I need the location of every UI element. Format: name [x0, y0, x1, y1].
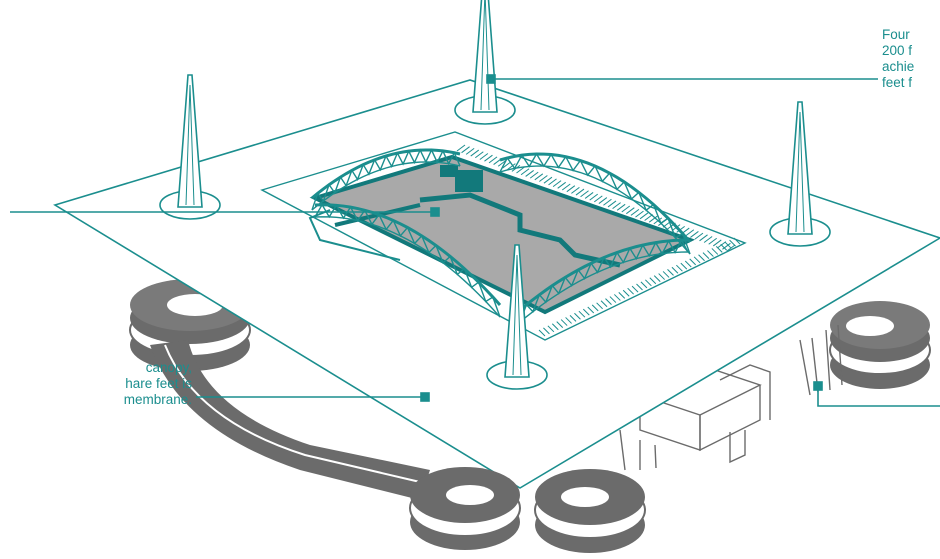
callout-line: feet f	[882, 75, 913, 90]
base-band-left	[150, 340, 430, 500]
callout-line: canopy,	[145, 360, 192, 375]
truss-back	[311, 148, 461, 211]
leader-marker-icon	[420, 392, 430, 402]
callout-line: hare feet is	[125, 376, 192, 391]
callout-line: 200 f	[882, 43, 913, 58]
mast-icon	[486, 244, 548, 390]
ring-stack-front-left	[409, 467, 521, 550]
leader-line-right-lower	[817, 386, 940, 407]
ring-stack-back-right	[829, 301, 931, 389]
callout-line: Four	[882, 27, 910, 42]
support-rings-front	[409, 467, 646, 553]
ring-stack-front-right	[534, 469, 646, 553]
roof-trusses	[311, 148, 692, 323]
callout-line: achie	[882, 59, 915, 74]
leader-marker-icon	[430, 207, 440, 217]
truss-left	[314, 203, 502, 318]
mast-icon	[159, 74, 221, 220]
leader-lines	[10, 74, 940, 407]
mast-icon	[769, 101, 831, 247]
truss-front	[519, 238, 689, 323]
truss-right	[499, 152, 692, 255]
leader-marker-icon	[486, 74, 496, 84]
mast-icon	[454, 0, 516, 125]
callout-line: membrane.	[123, 392, 192, 407]
leader-marker-icon	[813, 381, 823, 391]
